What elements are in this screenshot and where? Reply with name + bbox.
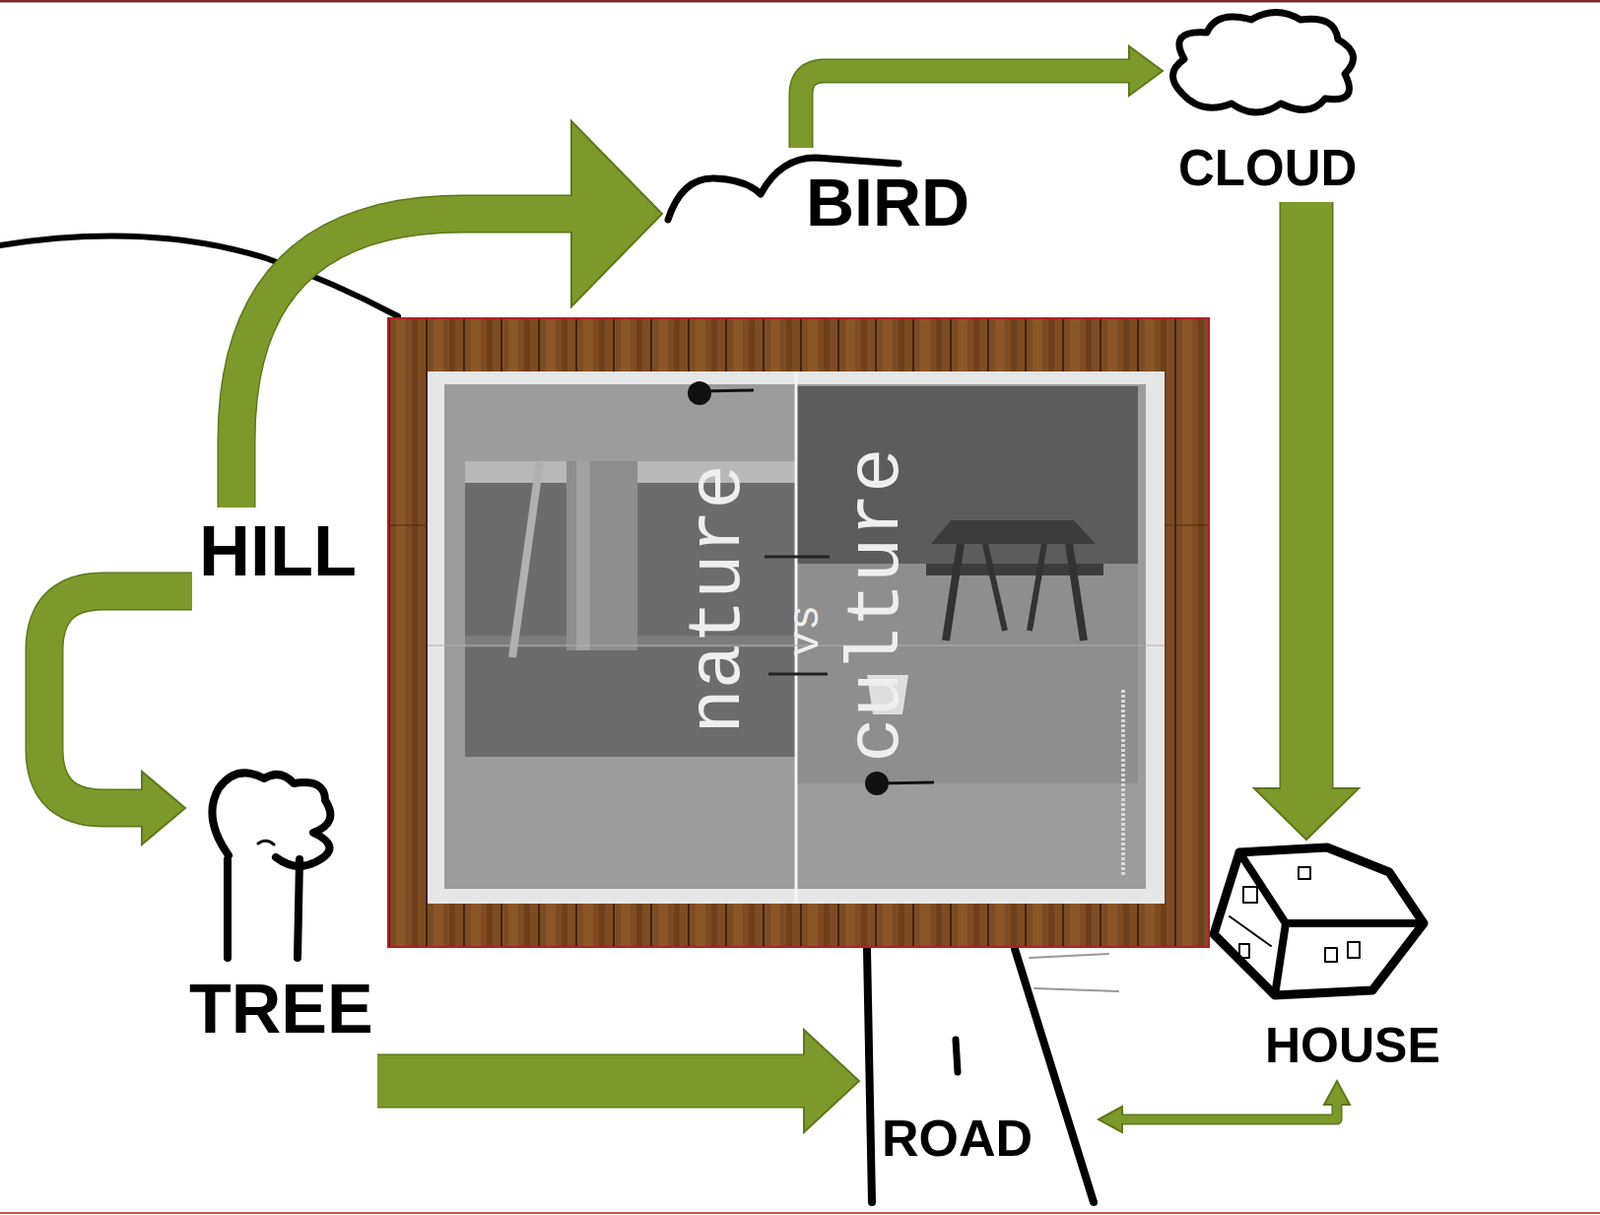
arrow-shaft: [1120, 1102, 1337, 1120]
node-label: BIRD: [805, 168, 970, 236]
arrow-outline: [1279, 201, 1334, 791]
sketch-node: ROAD: [859, 945, 1099, 1207]
arrow-shaft: [44, 591, 193, 808]
cover-title: culture: [840, 447, 916, 762]
arrow-outline: [800, 70, 1132, 148]
node-label: HOUSE: [1265, 1020, 1441, 1070]
arrow-shaft: [800, 70, 1132, 148]
road-sketch: [866, 948, 1119, 1202]
node-label: TREE: [189, 974, 374, 1044]
sketch-node: HOUSE: [1209, 839, 1445, 1081]
arrow-head: [1324, 1080, 1350, 1105]
flow-arrow: [377, 1029, 860, 1133]
arrow-shaft: [1280, 201, 1333, 791]
frame-line: [0, 0, 1600, 3]
arrow-outline: [236, 213, 574, 508]
arrow-outline: [1120, 1102, 1337, 1120]
flow-arrow: [44, 591, 193, 845]
node-label: HILL: [199, 515, 357, 587]
tree-sketch: [211, 772, 331, 958]
node-label: CLOUD: [1178, 142, 1357, 194]
sketch-node: BIRD: [662, 147, 976, 242]
arrow-head: [1098, 1106, 1123, 1133]
sketch-node: TREE: [185, 768, 378, 1094]
node-label: ROAD: [881, 1112, 1033, 1164]
cover-title: nature: [681, 464, 757, 734]
frame-line: [0, 1211, 1600, 1214]
arrow-head: [571, 121, 663, 307]
arrow-outline: [377, 1054, 806, 1109]
arrow-head: [803, 1029, 860, 1133]
flow-arrow: [800, 46, 1163, 148]
flow-arrow: [236, 121, 663, 508]
newspaper-photo: [388, 318, 1209, 947]
arrow-shaft: [377, 1055, 806, 1107]
flow-arrow: [1098, 1080, 1350, 1133]
arrow-head: [1129, 46, 1163, 96]
sketch-node: HILL: [192, 507, 375, 601]
cover-title: vs: [784, 604, 828, 658]
arrow-head: [1254, 788, 1359, 840]
cloud-sketch: [1172, 12, 1353, 114]
arrow-outline: [44, 591, 193, 808]
arrow-shaft: [236, 213, 574, 508]
house-sketch: [1213, 847, 1424, 996]
sketch-node: CLOUD: [1162, 4, 1370, 202]
flow-arrow: [1254, 201, 1359, 840]
arrow-head: [141, 771, 186, 845]
